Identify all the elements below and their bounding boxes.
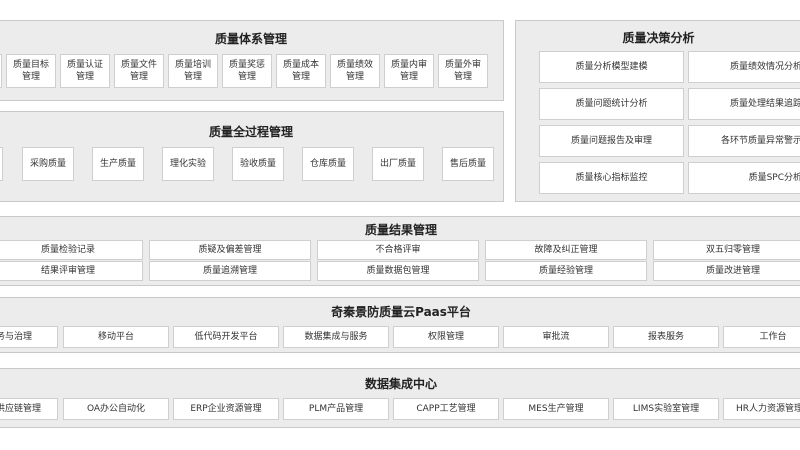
quality-decision-item[interactable]: 质量问题报告及审理: [539, 125, 684, 157]
quality-result-item[interactable]: 质量改进管理: [653, 261, 800, 281]
data-integration-title: 数据集成中心: [364, 377, 437, 391]
quality-process-title: 质量全过程管理: [208, 125, 293, 139]
data-integration-item[interactable]: PLM产品管理: [283, 398, 389, 420]
paas-platform-title: 奇秦景防质量云Paas平台: [331, 305, 471, 319]
quality-system-panel: 质量体系管理 质量目标管理 质量认证管理 质量文件管理 质量培训管理 质量奖惩管…: [0, 20, 504, 101]
quality-decision-item[interactable]: 质量分析模型建模: [539, 51, 684, 83]
quality-decision-panel: 质量决策分析 质量分析模型建模 质量问题统计分析 质量问题报告及审理 质量核心指…: [515, 20, 800, 202]
quality-decision-item[interactable]: 质量处理结果追踪: [688, 88, 800, 120]
quality-process-item[interactable]: 出厂质量: [372, 147, 424, 181]
quality-process-cut-box[interactable]: [0, 147, 3, 181]
paas-platform-item[interactable]: 权限管理: [393, 326, 499, 348]
quality-process-item[interactable]: 采购质量: [22, 147, 74, 181]
quality-system-item[interactable]: 质量认证管理: [60, 54, 110, 88]
quality-result-item[interactable]: 故障及纠正管理: [485, 240, 647, 260]
quality-system-item[interactable]: 质量文件管理: [114, 54, 164, 88]
data-integration-item[interactable]: ERP企业资源管理: [173, 398, 279, 420]
quality-decision-item[interactable]: 各环节质量异常警示: [688, 125, 800, 157]
quality-result-item[interactable]: 双五归零管理: [653, 240, 800, 260]
quality-system-item[interactable]: 质量绩效管理: [330, 54, 380, 88]
paas-platform-panel: 奇秦景防质量云Paas平台 务与治理 移动平台 低代码开发平台 数据集成与服务 …: [0, 297, 800, 353]
paas-platform-item[interactable]: 移动平台: [63, 326, 169, 348]
data-integration-item[interactable]: MES生产管理: [503, 398, 609, 420]
quality-result-panel: 质量结果管理 质量检验记录 质疑及偏差管理 不合格评审 故障及纠正管理 双五归零…: [0, 216, 800, 286]
quality-process-item[interactable]: 理化实验: [162, 147, 214, 181]
quality-process-item[interactable]: 生产质量: [92, 147, 144, 181]
data-integration-item[interactable]: 供应链管理: [0, 398, 58, 420]
quality-result-item[interactable]: 质量检验记录: [0, 240, 143, 260]
quality-decision-item[interactable]: 质量问题统计分析: [539, 88, 684, 120]
quality-process-panel: 质量全过程管理 采购质量 生产质量 理化实验 验收质量 仓库质量 出厂质量 售后…: [0, 111, 504, 202]
quality-result-item[interactable]: 不合格评审: [317, 240, 479, 260]
quality-system-title: 质量体系管理: [214, 32, 287, 46]
quality-result-title: 质量结果管理: [364, 223, 437, 237]
paas-platform-item[interactable]: 务与治理: [0, 326, 58, 348]
quality-decision-item[interactable]: 质量绩效情况分析: [688, 51, 800, 83]
paas-platform-item[interactable]: 工作台: [723, 326, 800, 348]
data-integration-item[interactable]: LIMS实验室管理: [613, 398, 719, 420]
quality-result-item[interactable]: 结果评审管理: [0, 261, 143, 281]
quality-result-item[interactable]: 质量数据包管理: [317, 261, 479, 281]
quality-decision-title: 质量决策分析: [622, 31, 695, 45]
data-integration-panel: 数据集成中心 供应链管理 OA办公自动化 ERP企业资源管理 PLM产品管理 C…: [0, 368, 800, 428]
quality-system-item[interactable]: 质量奖惩管理: [222, 54, 272, 88]
quality-system-item[interactable]: 质量内审管理: [384, 54, 434, 88]
quality-result-item[interactable]: 质疑及偏差管理: [149, 240, 311, 260]
paas-platform-item[interactable]: 低代码开发平台: [173, 326, 279, 348]
quality-system-item[interactable]: 质量培训管理: [168, 54, 218, 88]
data-integration-item[interactable]: OA办公自动化: [63, 398, 169, 420]
quality-decision-item[interactable]: 质量SPC分析: [688, 162, 800, 194]
paas-platform-item[interactable]: 数据集成与服务: [283, 326, 389, 348]
quality-process-item[interactable]: 验收质量: [232, 147, 284, 181]
quality-decision-item[interactable]: 质量核心指标监控: [539, 162, 684, 194]
quality-result-item[interactable]: 质量追溯管理: [149, 261, 311, 281]
paas-platform-item[interactable]: 报表服务: [613, 326, 719, 348]
data-integration-item[interactable]: HR人力资源管理: [723, 398, 800, 420]
paas-platform-item[interactable]: 审批流: [503, 326, 609, 348]
quality-process-item[interactable]: 售后质量: [442, 147, 494, 181]
quality-result-item[interactable]: 质量经验管理: [485, 261, 647, 281]
quality-system-item[interactable]: 质量外审管理: [438, 54, 488, 88]
quality-system-cut-box[interactable]: [0, 54, 2, 88]
quality-system-item[interactable]: 质量目标管理: [6, 54, 56, 88]
quality-process-item[interactable]: 仓库质量: [302, 147, 354, 181]
data-integration-item[interactable]: CAPP工艺管理: [393, 398, 499, 420]
quality-system-item[interactable]: 质量成本管理: [276, 54, 326, 88]
